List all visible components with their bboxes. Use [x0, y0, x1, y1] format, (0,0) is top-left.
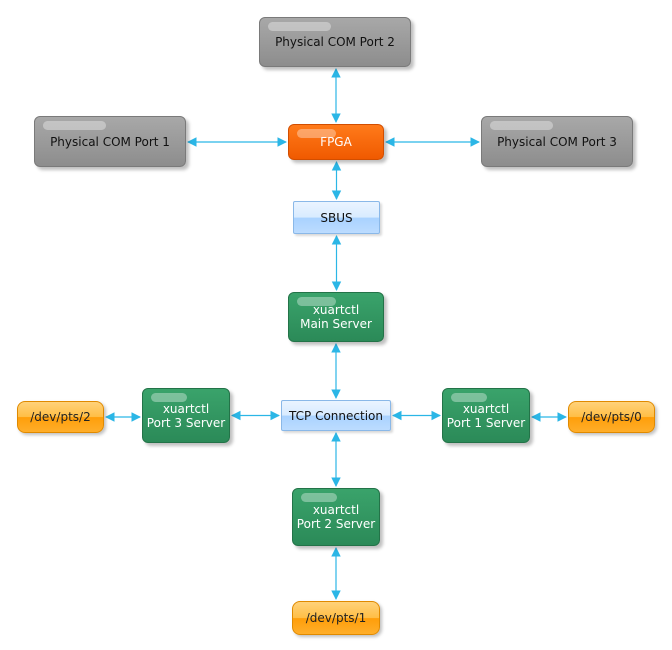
xuartctl-port-2-server: xuartctl Port 2 Server: [292, 488, 380, 546]
xuartctl-port-1-server: xuartctl Port 1 Server: [442, 388, 530, 443]
dev-pts-0-label: /dev/pts/0: [581, 410, 642, 424]
port-3-server-line-1: xuartctl: [162, 401, 210, 416]
physical-com-port-1: Physical COM Port 1: [34, 116, 186, 167]
physical-com-port-3: Physical COM Port 3: [481, 116, 633, 167]
dev-pts-1-node: /dev/pts/1: [292, 601, 380, 635]
dev-pts-2-label: /dev/pts/2: [30, 410, 91, 424]
tcp-connection-node: TCP Connection: [281, 400, 391, 431]
port-2-server-line-1: xuartctl: [312, 503, 360, 517]
xuartctl-main-server: xuartctl Main Server: [288, 292, 384, 342]
sbus-node: SBUS: [293, 201, 380, 234]
dev-pts-0-node: /dev/pts/0: [568, 401, 655, 433]
fpga-label: FPGA: [320, 135, 352, 149]
main-server-line-1: xuartctl: [312, 303, 360, 317]
physical-com-port-2-label: Physical COM Port 2: [275, 35, 395, 49]
fpga-node: FPGA: [288, 124, 384, 160]
port-1-server-line-1: xuartctl: [462, 401, 510, 416]
port-1-server-line-2: Port 1 Server: [446, 415, 526, 430]
xuartctl-port-3-server: xuartctl Port 3 Server: [142, 388, 230, 443]
physical-com-port-3-label: Physical COM Port 3: [497, 134, 617, 149]
physical-com-port-1-label: Physical COM Port 1: [50, 134, 170, 149]
dev-pts-2-node: /dev/pts/2: [17, 401, 104, 433]
tcp-connection-label: TCP Connection: [289, 408, 383, 423]
port-3-server-line-2: Port 3 Server: [146, 415, 226, 430]
main-server-line-2: Main Server: [300, 317, 372, 331]
port-2-server-line-2: Port 2 Server: [296, 517, 376, 531]
sbus-label: SBUS: [320, 210, 353, 225]
dev-pts-1-label: /dev/pts/1: [305, 611, 367, 625]
physical-com-port-2: Physical COM Port 2: [259, 17, 411, 67]
